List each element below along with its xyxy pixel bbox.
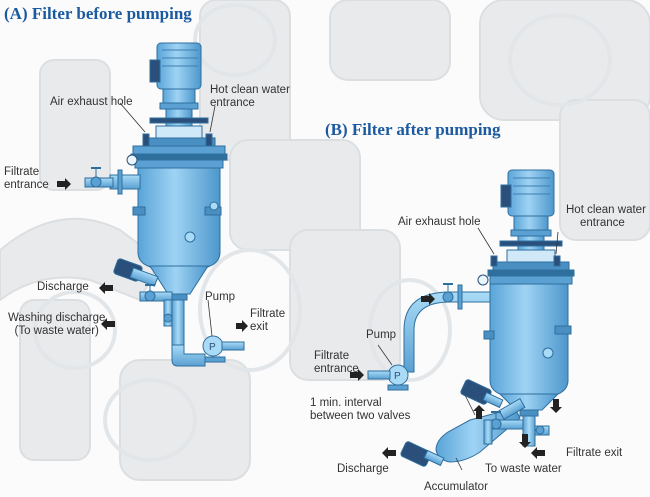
label-a-washing-line2: (To waste water) <box>14 325 99 337</box>
label-b-to-waste-water: To waste water <box>485 463 562 475</box>
label-b-discharge: Discharge <box>337 463 389 475</box>
label-a-filtrate-exit-line2: exit <box>250 321 268 333</box>
filter-unit-a: P <box>84 42 245 367</box>
leader-lines-b <box>377 227 559 471</box>
label-a-washing-line1: Washing discharge <box>8 312 106 324</box>
label-b-interval-line1: 1 min. interval <box>310 397 382 409</box>
label-a-washing-discharge: Washing discharge (To waste water) <box>8 312 105 338</box>
motor-terminal-a <box>149 59 161 83</box>
label-b-hot-clean-water-entrance: Hot clean water entrance <box>566 204 646 230</box>
label-b-pump: Pump <box>366 329 397 341</box>
title-b: (B) Filter after pumping <box>325 120 501 139</box>
label-b-filtrate-entrance-line1: Filtrate <box>314 350 350 362</box>
label-b-interval: 1 min. interval between two valves <box>310 397 410 423</box>
label-b-hot-water-line1: Hot clean water <box>566 204 646 216</box>
label-b-air-exhaust-hole: Air exhaust hole <box>398 216 481 228</box>
flow-arrows-b <box>350 293 562 459</box>
motor-b <box>507 169 555 217</box>
label-b-filtrate-entrance-line2: entrance <box>314 363 359 375</box>
label-b-filtrate-exit: Filtrate exit <box>566 447 623 459</box>
label-a-filtrate-exit: Filtrate exit <box>250 308 285 334</box>
label-a-air-exhaust-hole: Air exhaust hole <box>50 96 133 108</box>
flow-arrows-a <box>57 178 248 332</box>
label-a-discharge: Discharge <box>37 281 89 293</box>
label-a-filtrate-entrance: Filtrate entrance <box>4 166 49 192</box>
tank-body-a <box>137 167 221 277</box>
label-a-filtrate-entrance-line2: entrance <box>4 179 49 191</box>
label-a-hot-water-line1: Hot clean water <box>210 84 290 96</box>
label-a-filtrate-entrance-line1: Filtrate <box>4 166 40 178</box>
svg-text:P: P <box>394 371 401 382</box>
svg-text:P: P <box>209 342 216 353</box>
label-b-accumulator: Accumulator <box>424 481 488 493</box>
title-a: (A) Filter before pumping <box>4 4 192 23</box>
label-a-filtrate-exit-line1: Filtrate <box>250 308 286 320</box>
label-b-hot-water-line2: entrance <box>580 217 625 229</box>
label-b-interval-line2: between two valves <box>310 410 411 422</box>
leader-lines-a <box>119 102 216 337</box>
label-a-pump: Pump <box>205 291 236 303</box>
tank-body-b <box>489 283 569 403</box>
label-a-hot-water-line2: entrance <box>210 97 255 109</box>
label-a-hot-clean-water-entrance: Hot clean water entrance <box>210 84 290 110</box>
label-b-filtrate-entrance: Filtrate entrance <box>314 350 359 376</box>
filter-unit-b: P <box>367 169 575 467</box>
